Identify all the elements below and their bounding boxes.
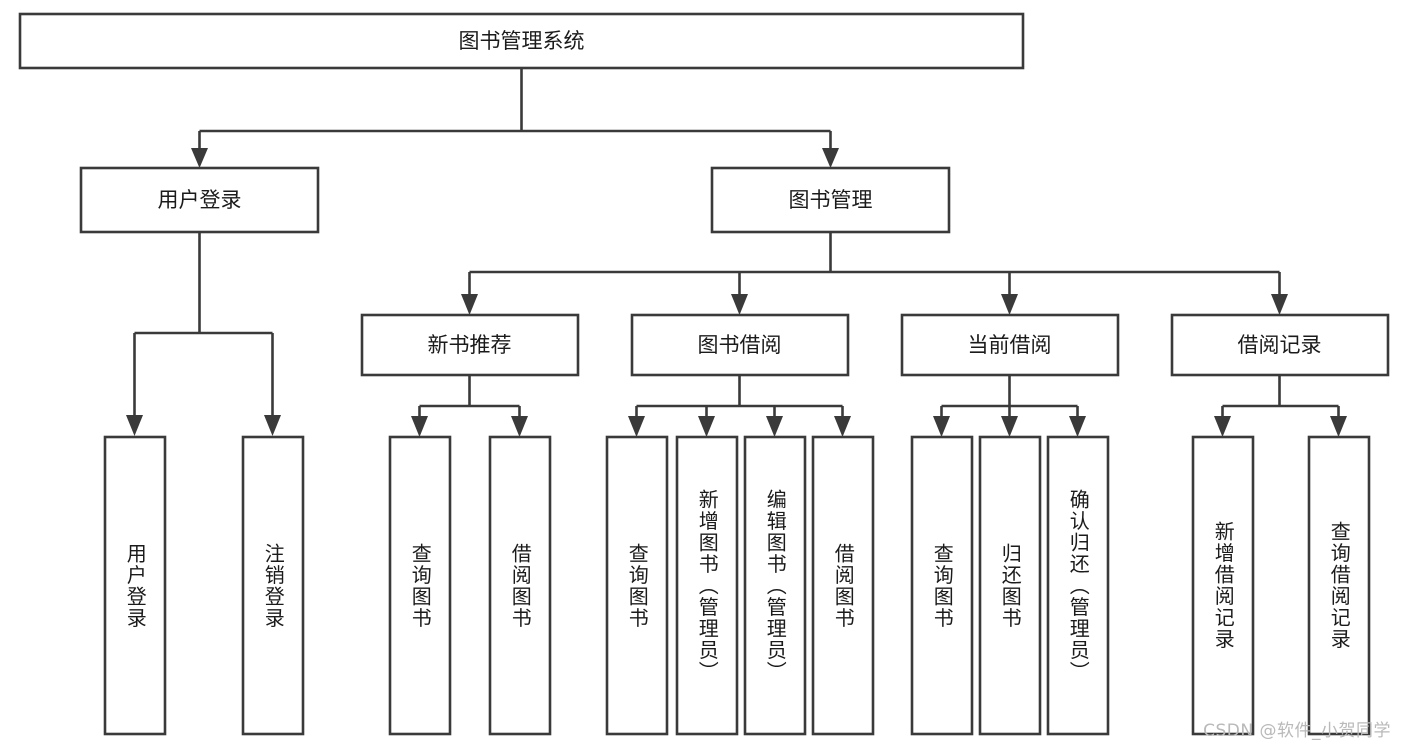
connector-group-book-manage: [461, 232, 1288, 315]
arrow-head-leaf-book-borrow-1: [628, 416, 645, 437]
node-box-book-borrow[interactable]: [630, 313, 850, 377]
arrow-head-leaf-borrow-record-1: [1214, 416, 1231, 437]
arrow-head-leaf-current-borrow-1: [933, 416, 950, 437]
node-box-new-book-recommend[interactable]: [360, 313, 580, 377]
node-box-current-borrow[interactable]: [900, 313, 1120, 377]
node-box-leaf-current-borrow-1[interactable]: [910, 435, 974, 736]
node-box-leaf-user-login-1[interactable]: [103, 435, 167, 736]
connector-group-current-borrow: [933, 375, 1086, 437]
node-box-leaf-current-borrow-2[interactable]: [978, 435, 1042, 736]
node-box-leaf-book-borrow-4[interactable]: [811, 435, 875, 736]
node-label-current-borrow: 当前借阅: [968, 333, 1052, 357]
watermark-text: CSDN @软件_小贺同学: [1203, 721, 1391, 741]
connector-group-book-borrow: [628, 375, 851, 437]
node-box-leaf-current-borrow-3[interactable]: [1046, 435, 1110, 736]
node-box-user-login[interactable]: [79, 166, 320, 234]
node-label-new-book-recommend: 新书推荐: [428, 333, 512, 357]
arrow-head-new-book: [461, 294, 478, 315]
connector-group-borrow-record: [1214, 375, 1347, 437]
arrow-head-leaf-new-book-1: [411, 416, 428, 437]
node-box-leaf-new-book-2[interactable]: [488, 435, 552, 736]
arrow-head-leaf-book-borrow-3: [766, 416, 783, 437]
arrow-head-leaf-user-login-2: [264, 415, 281, 436]
connector-group-root: [191, 68, 839, 168]
node-label-book-manage: 图书管理: [789, 188, 873, 212]
arrow-head-leaf-book-borrow-2: [698, 416, 715, 437]
connector-group-new-book: [411, 375, 528, 437]
node-box-root[interactable]: [18, 12, 1025, 70]
node-box-leaf-borrow-record-2[interactable]: [1307, 435, 1371, 736]
arrow-head-leaf-current-borrow-3: [1069, 416, 1086, 437]
arrow-head-borrow-record: [1271, 294, 1288, 315]
node-label-borrow-record: 借阅记录: [1238, 333, 1322, 357]
node-box-leaf-borrow-record-1[interactable]: [1191, 435, 1255, 736]
node-label-root: 图书管理系统: [459, 29, 585, 53]
arrow-head-leaf-borrow-record-2: [1330, 416, 1347, 437]
node-label-user-login: 用户登录: [158, 188, 242, 212]
node-box-book-manage[interactable]: [710, 166, 951, 234]
node-label-book-borrow: 图书借阅: [698, 333, 782, 357]
arrow-head-current-borrow: [1001, 294, 1018, 315]
arrow-head-leaf-current-borrow-2: [1001, 416, 1018, 437]
arrow-head-book-borrow: [731, 294, 748, 315]
node-box-borrow-record[interactable]: [1170, 313, 1390, 377]
connector-group-user-login: [126, 232, 281, 436]
arrow-head-leaf-book-borrow-4: [834, 416, 851, 437]
node-box-leaf-user-login-2[interactable]: [241, 435, 305, 736]
arrow-head-leaf-new-book-2: [511, 416, 528, 437]
node-box-leaf-book-borrow-1[interactable]: [605, 435, 669, 736]
arrow-head-user-login: [191, 148, 208, 168]
arrow-head-leaf-user-login-1: [126, 415, 143, 436]
node-box-leaf-new-book-1[interactable]: [388, 435, 452, 736]
arrow-head-book-manage: [822, 148, 839, 168]
node-box-leaf-book-borrow-3[interactable]: [743, 435, 807, 736]
node-box-leaf-book-borrow-2[interactable]: [675, 435, 739, 736]
